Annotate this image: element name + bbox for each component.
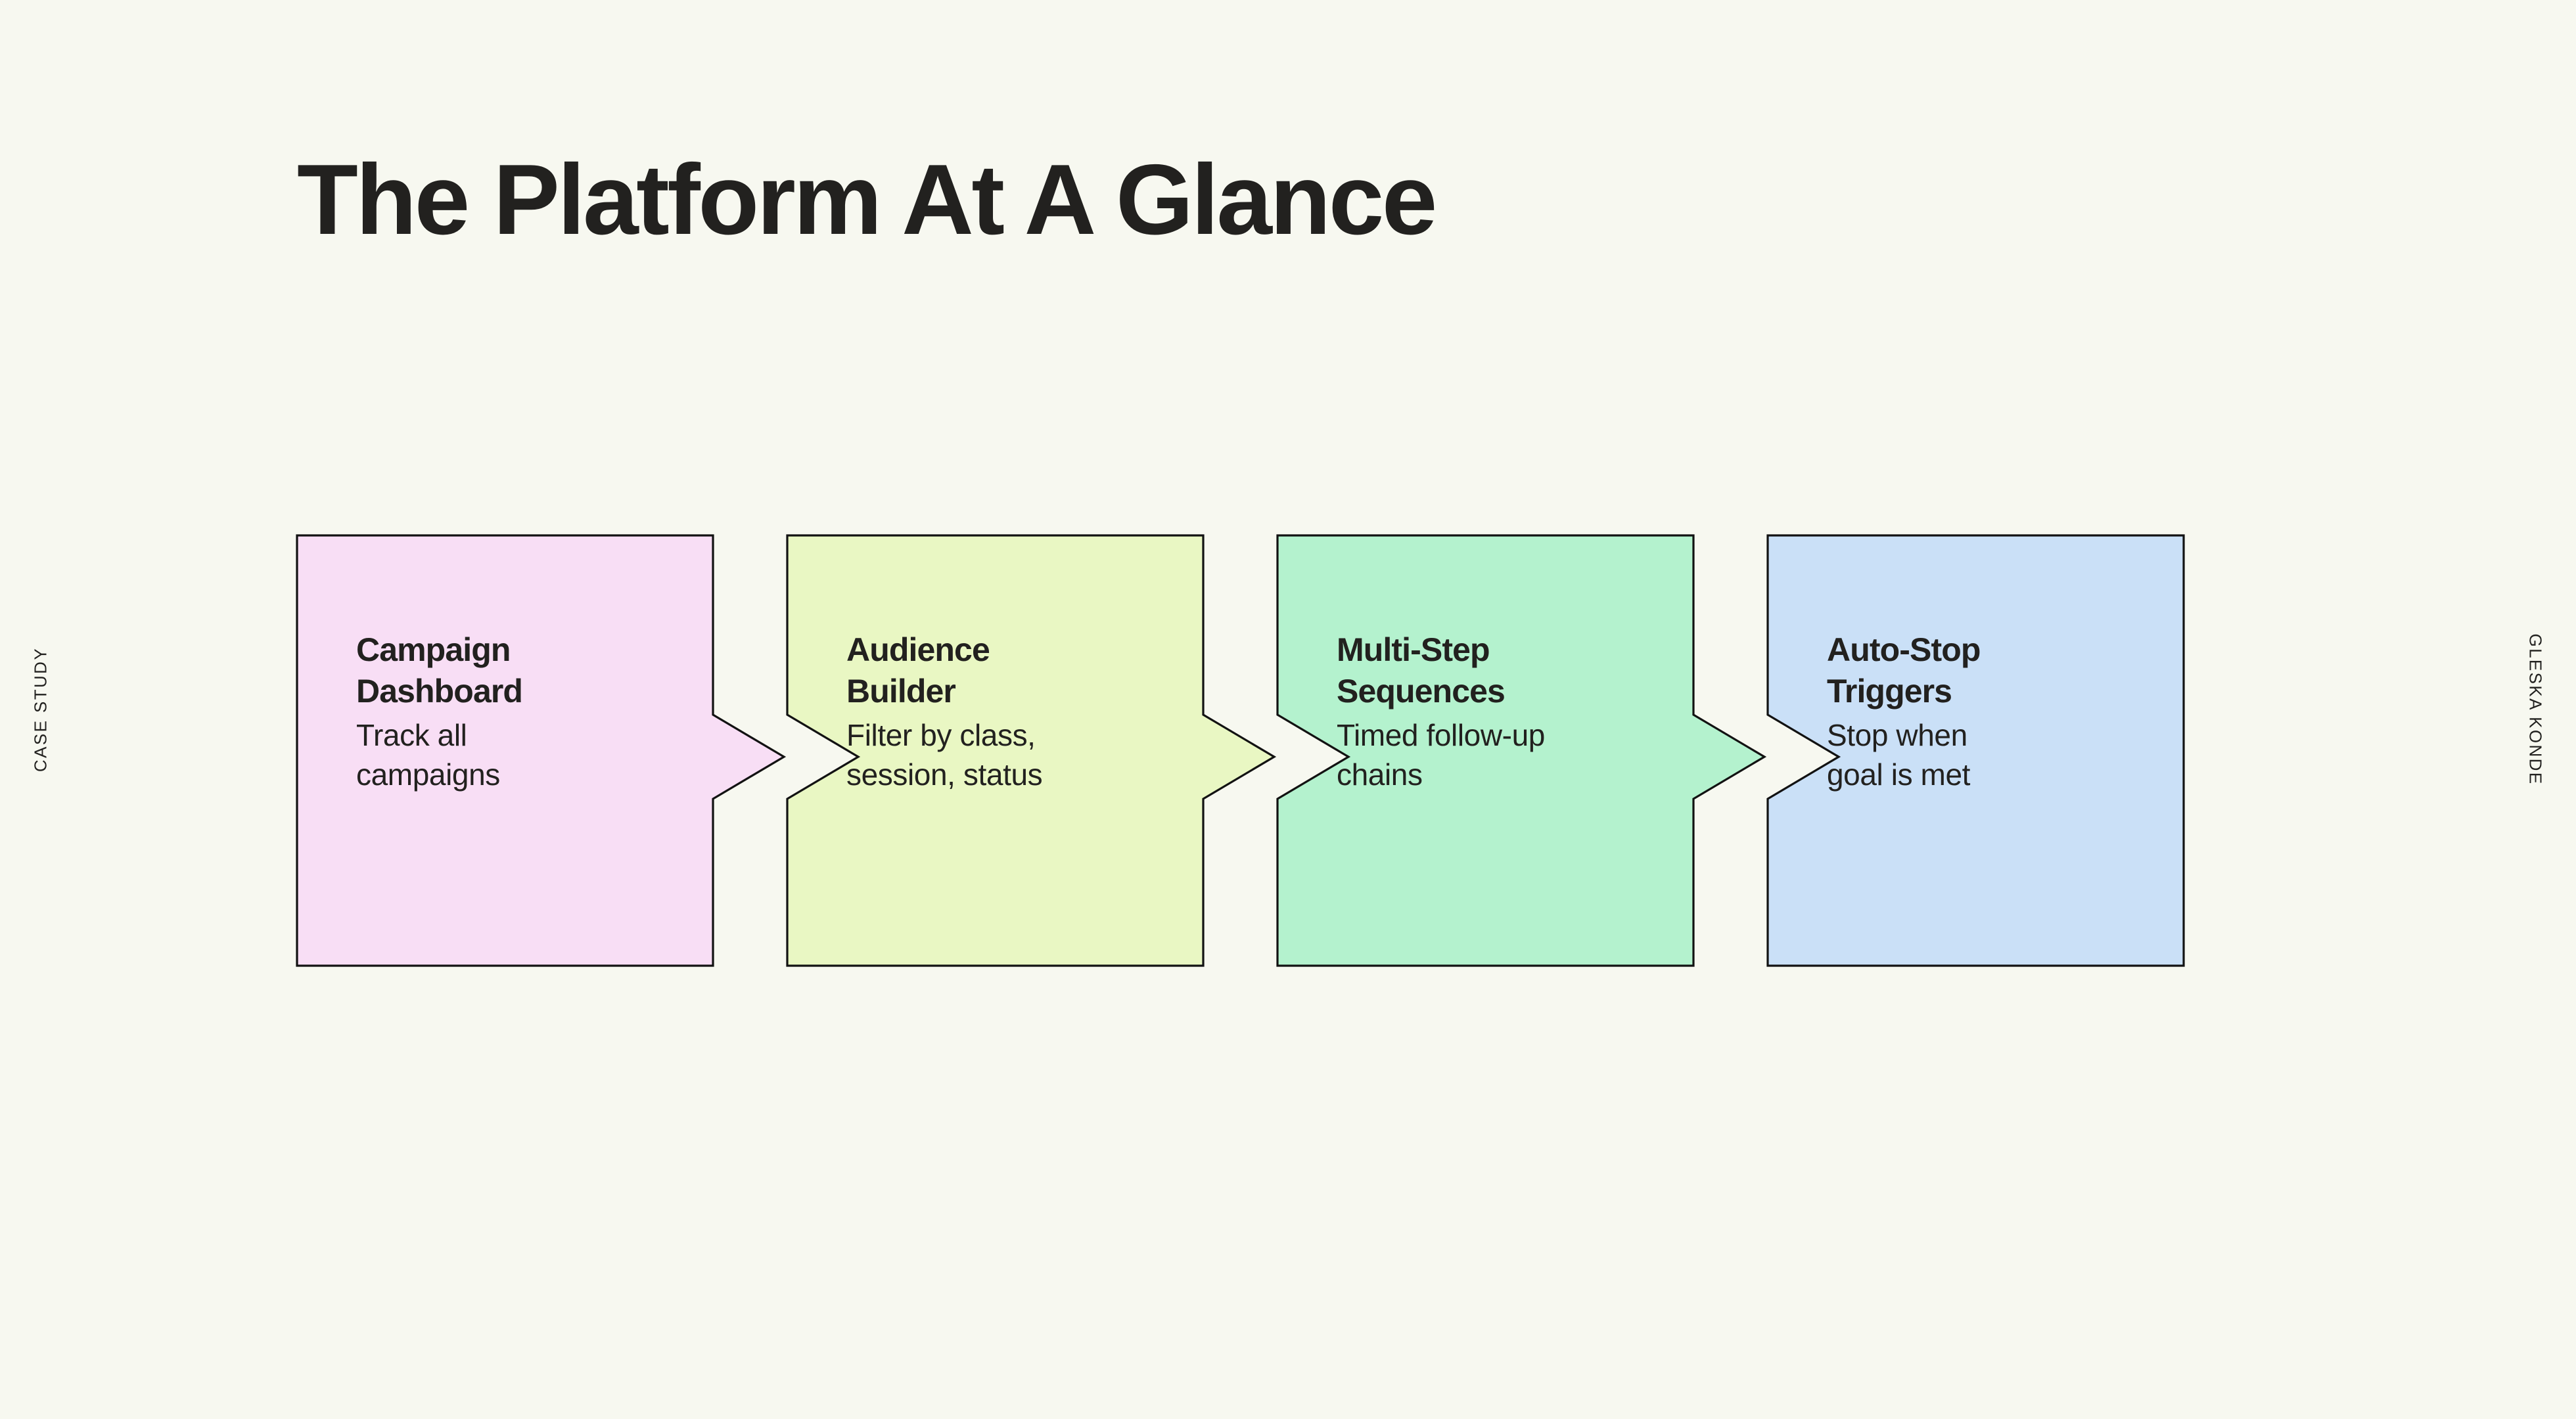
flow-card-description-3: Timed follow-up chains <box>1337 718 1545 792</box>
left-vertical-label: CASE STUDY <box>30 646 51 773</box>
flow-card-description-4: Stop when goal is met <box>1827 718 1971 792</box>
flow-card-title-3: Multi-Step Sequences <box>1337 631 1506 710</box>
flow-card-description-1: Track all campaigns <box>356 718 500 792</box>
right-vertical-label: GLESKA KONDE <box>2525 633 2546 786</box>
flow-card-title-4: Auto-Stop Triggers <box>1827 631 1981 710</box>
flow-card-description-2: Filter by class, session, status <box>846 718 1043 792</box>
page-title: The Platform At A Glance <box>297 144 1437 256</box>
flow-card-title-2: Audience Builder <box>846 631 990 710</box>
flow-card-title-1: Campaign Dashboard <box>356 631 523 710</box>
